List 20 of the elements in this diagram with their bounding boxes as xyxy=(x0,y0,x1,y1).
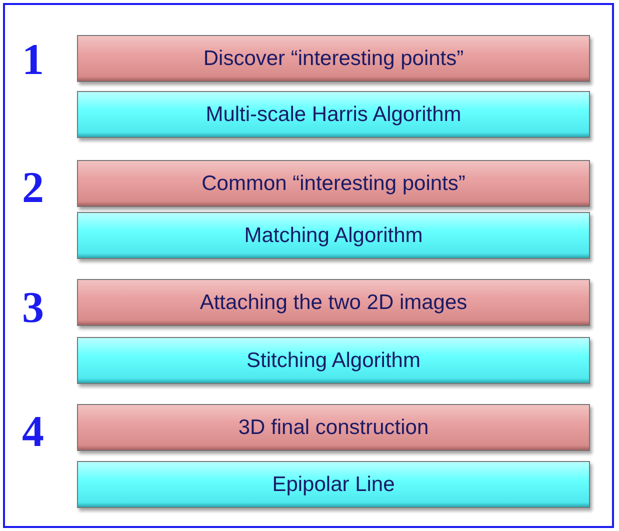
method-box xyxy=(77,91,590,138)
method-box xyxy=(77,337,590,384)
step-number: 4 xyxy=(22,410,44,454)
step-box xyxy=(77,160,590,207)
step-box xyxy=(77,279,590,326)
step-box xyxy=(77,35,590,82)
method-box xyxy=(77,212,590,259)
method-box xyxy=(77,461,590,508)
step-title: 3D final construction xyxy=(238,416,429,440)
step-number: 3 xyxy=(22,286,44,330)
step-title: Attaching the two 2D images xyxy=(200,290,468,314)
method-name: Epipolar Line xyxy=(272,472,395,496)
method-name: Matching Algorithm xyxy=(244,224,423,248)
step-number: 1 xyxy=(22,38,44,82)
step-title: Common “interesting points” xyxy=(202,172,466,196)
method-name: Multi-scale Harris Algorithm xyxy=(206,102,462,126)
step-number: 2 xyxy=(22,166,44,210)
step-title: Discover “interesting points” xyxy=(203,46,464,70)
method-name: Stitching Algorithm xyxy=(246,348,420,372)
step-box xyxy=(77,404,590,451)
